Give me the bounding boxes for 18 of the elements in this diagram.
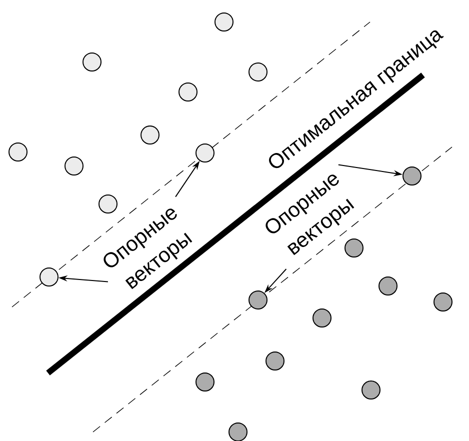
data-point [64, 156, 84, 176]
data-point [362, 380, 380, 400]
data-point [312, 308, 332, 328]
data-point [228, 422, 248, 441]
data-point [434, 292, 452, 312]
data-point [196, 372, 214, 392]
data-point [266, 351, 284, 370]
data-point [248, 62, 268, 82]
data-point [196, 143, 214, 162]
data-point [8, 142, 28, 162]
data-point [178, 82, 198, 102]
data-point [214, 12, 234, 32]
data-point [40, 267, 58, 286]
data-point [140, 125, 160, 144]
data-point [378, 276, 398, 296]
data-point [402, 166, 422, 186]
data-point [248, 290, 268, 310]
data-point [82, 52, 102, 72]
